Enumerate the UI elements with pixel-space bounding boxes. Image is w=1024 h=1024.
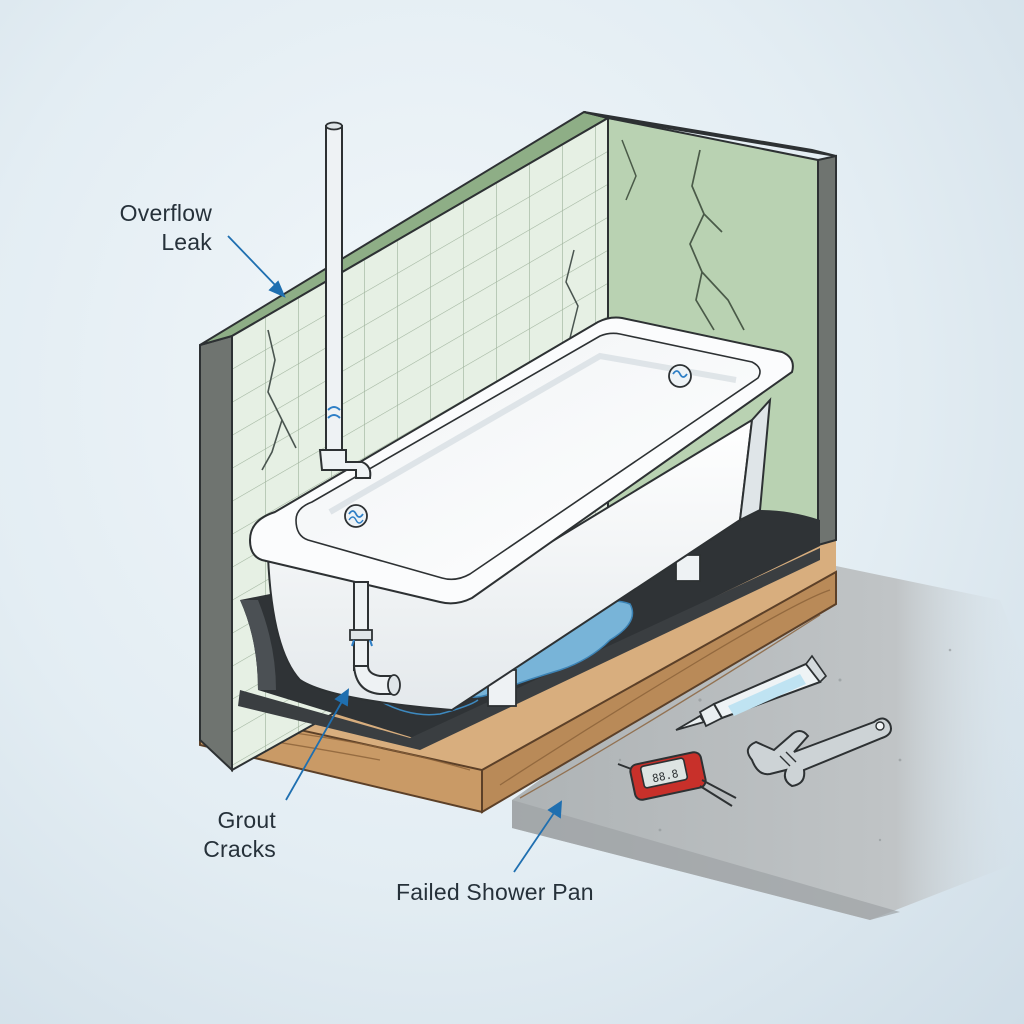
grout-cracks-line-1: Grout xyxy=(217,807,276,833)
water-pipe-icon xyxy=(318,121,372,479)
grout-cracks-line-2: Cracks xyxy=(203,836,276,862)
concrete-floor xyxy=(512,566,1024,920)
meter-readout: 88.8 xyxy=(651,767,680,785)
caulk-tube-icon xyxy=(675,654,828,731)
failed-shower-pan-arrow xyxy=(513,800,563,873)
grout-cracks-label: Grout Cracks xyxy=(196,806,276,864)
overflow-leak-label: Overflow Leak xyxy=(108,199,212,257)
moisture-meter-icon: 88.8 xyxy=(617,751,737,807)
overflow-leak-line-2: Leak xyxy=(161,229,212,255)
left-wall-edge xyxy=(199,334,233,773)
water-pipe-icon xyxy=(349,581,401,696)
wrench-icon xyxy=(746,717,892,788)
failed-shower-pan-label: Failed Shower Pan xyxy=(396,878,594,907)
grout-cracks-arrow xyxy=(285,688,350,801)
overflow-drain-icon xyxy=(668,364,692,388)
failed-shower-pan-text: Failed Shower Pan xyxy=(396,879,594,905)
overflow-leak-line-1: Overflow xyxy=(119,200,212,226)
overflow-drain-icon xyxy=(344,504,368,528)
overflow-leak-arrow xyxy=(227,235,286,298)
